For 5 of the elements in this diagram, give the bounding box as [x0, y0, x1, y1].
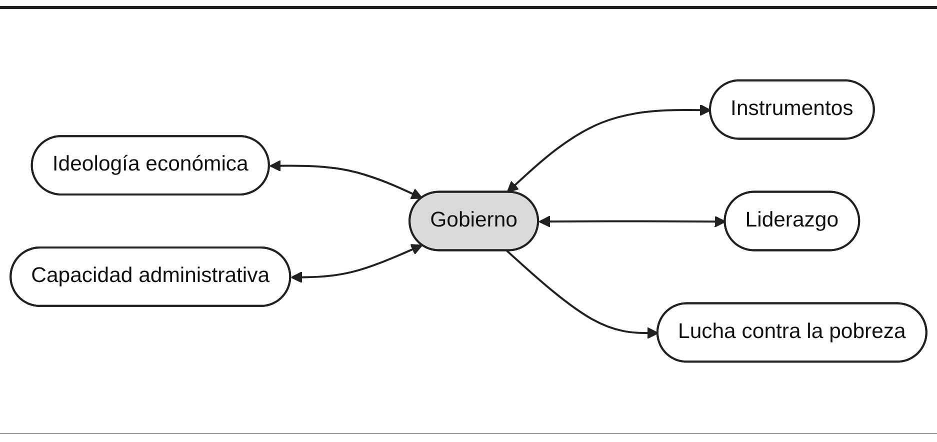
arrow [270, 160, 423, 200]
arrow [290, 244, 423, 284]
arrow [506, 250, 659, 339]
arrow [506, 104, 712, 193]
arrow [538, 216, 726, 228]
